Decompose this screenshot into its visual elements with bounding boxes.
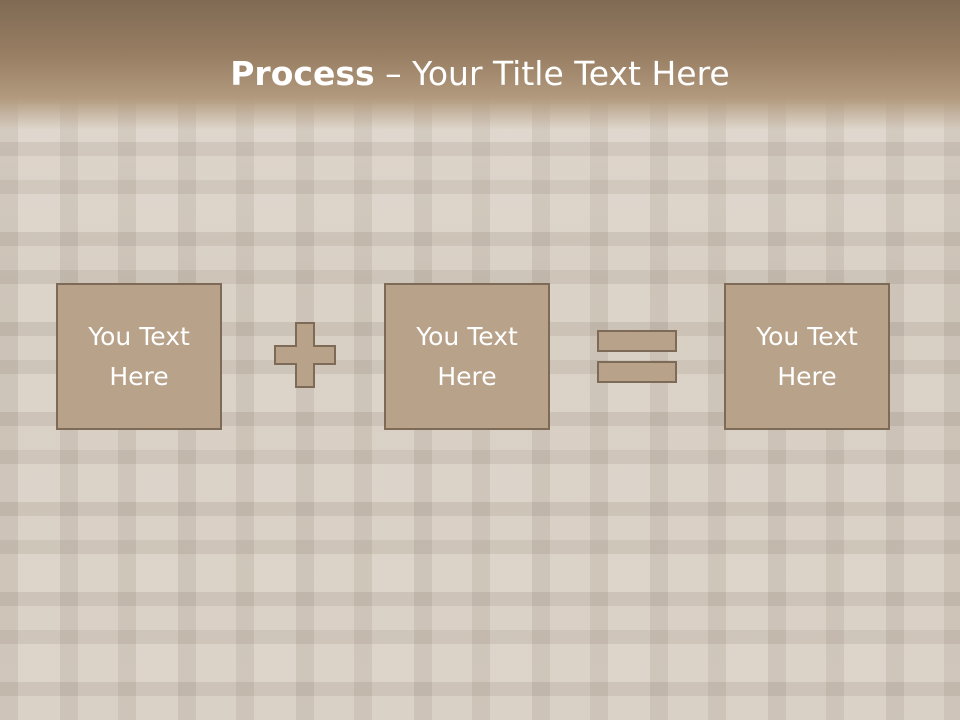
plus-icon [274, 322, 336, 388]
process-box-1[interactable]: You Text Here [56, 283, 222, 430]
title-rest-text: – Your Title Text Here [374, 54, 730, 93]
process-box-3[interactable]: You Text Here [724, 283, 890, 430]
title-bold-text: Process [230, 54, 375, 93]
equals-icon [597, 330, 677, 383]
process-box-1-label: You Text Here [88, 321, 190, 391]
title-bar [0, 0, 960, 130]
process-box-3-label: You Text Here [756, 321, 858, 391]
process-box-2-label: You Text Here [416, 321, 518, 391]
slide-title[interactable]: Process – Your Title Text Here [0, 52, 960, 96]
process-box-2[interactable]: You Text Here [384, 283, 550, 430]
